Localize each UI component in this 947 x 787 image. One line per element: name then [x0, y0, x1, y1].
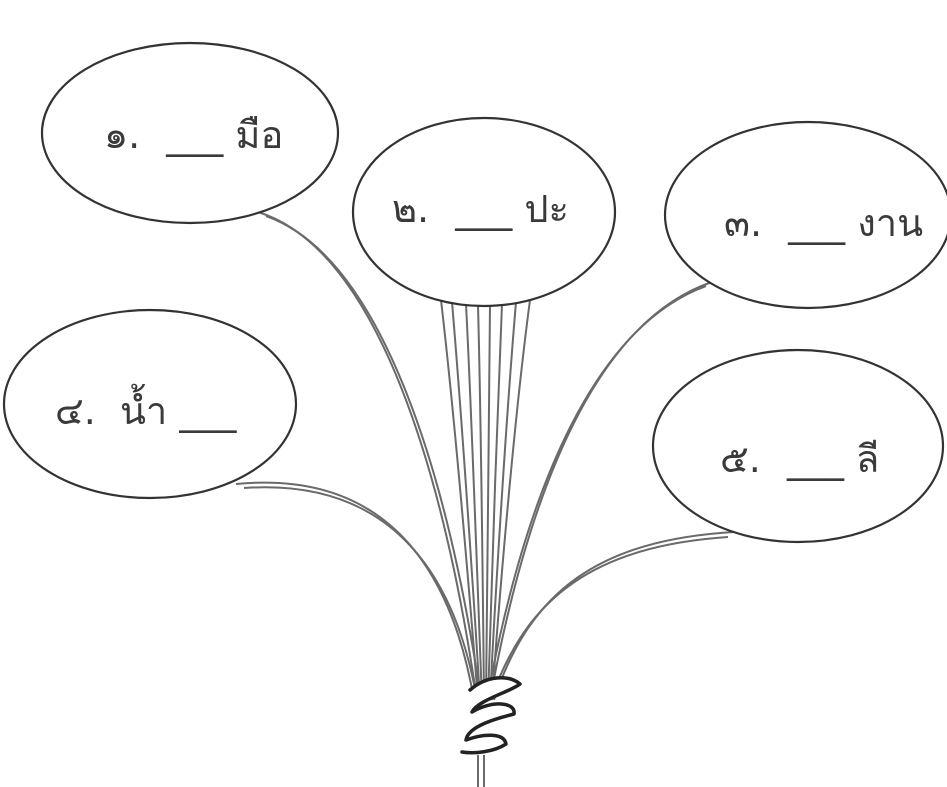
- string-5b: [491, 537, 728, 700]
- balloon-5: ๕. ___ ลี: [653, 350, 943, 542]
- string-5: [494, 532, 734, 700]
- balloon-4: ๔. น้ำ ___: [4, 310, 296, 498]
- balloon-4-label: ๔. น้ำ ___: [55, 383, 237, 433]
- balloon-3-label: ๓. ___ งาน: [724, 201, 923, 245]
- string-4: [236, 483, 474, 700]
- balloon-3: ๓. ___ งาน: [665, 122, 947, 308]
- string-2b: [452, 302, 480, 700]
- balloon-2: ๒. ___ ปะ: [353, 118, 615, 306]
- balloon-2-label: ๒. ___ ปะ: [392, 187, 569, 231]
- balloon-1: ๑. ___ มือ: [42, 43, 338, 223]
- balloon-1-label: ๑. ___ มือ: [104, 113, 283, 157]
- balloon-5-label: ๕. ___ ลี: [720, 437, 879, 481]
- knot-icon: [462, 678, 520, 753]
